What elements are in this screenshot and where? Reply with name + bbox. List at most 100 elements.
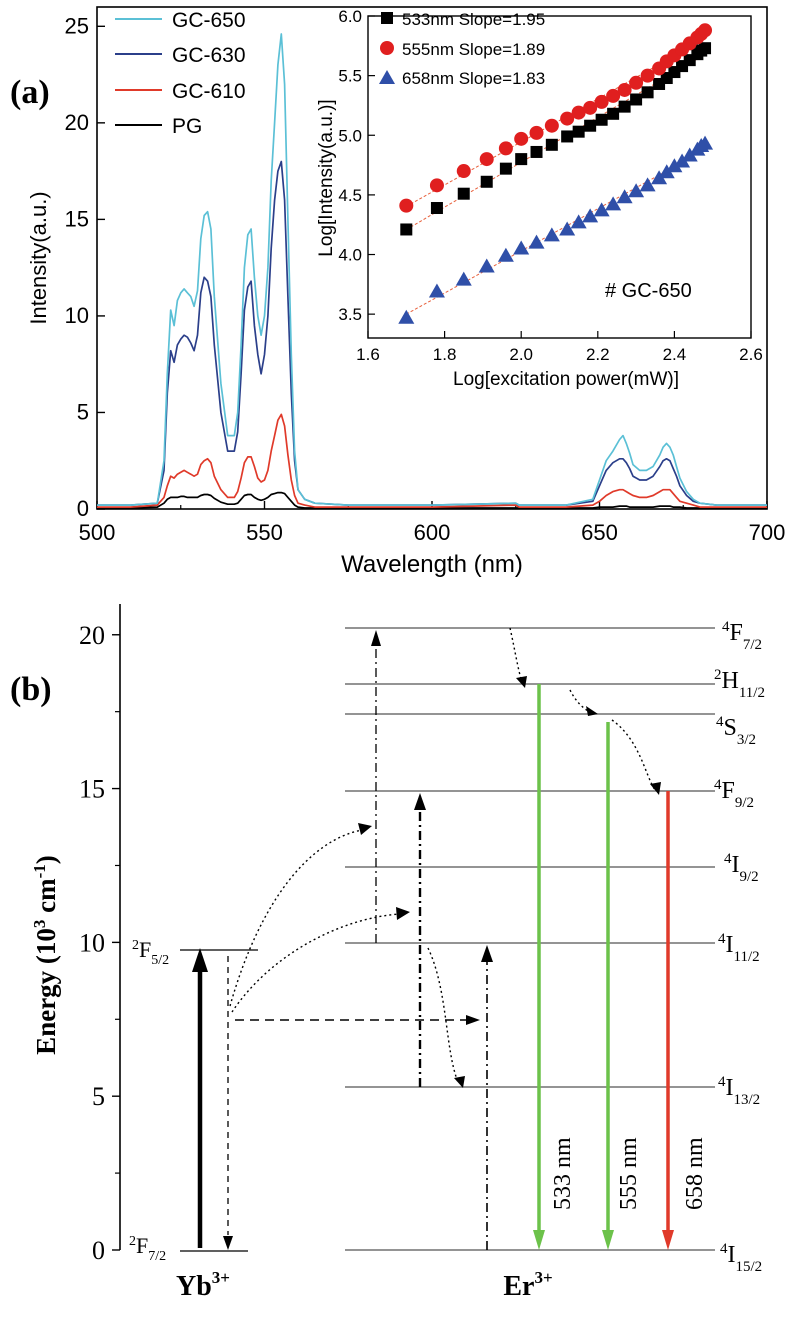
data-point-658 <box>582 208 599 223</box>
data-point-533 <box>699 42 712 55</box>
er-label-4i132: 4I13/2 <box>718 1074 760 1108</box>
data-point-658 <box>478 258 495 273</box>
data-point-658 <box>497 247 514 262</box>
arrowhead-3 <box>466 1015 480 1025</box>
er-excitation-arrows <box>375 645 488 1250</box>
data-point-555 <box>479 152 494 167</box>
data-point-658 <box>628 183 645 198</box>
legend-label-gc630: GC-630 <box>172 44 246 67</box>
yb-ion-label: Yb3+ <box>176 1268 230 1302</box>
emission-labels: 533 nm 555 nm 658 nm <box>550 1137 708 1210</box>
series-line-gc-650 <box>97 33 767 506</box>
data-point-658 <box>559 221 576 236</box>
emission-555-arrowhead <box>602 1230 614 1250</box>
data-point-555 <box>606 88 621 103</box>
data-point-658 <box>681 147 698 162</box>
data-point-658 <box>528 234 545 249</box>
inset-annotation: # GC-650 <box>605 280 692 302</box>
esa-arrowhead-1 <box>371 630 381 646</box>
legend-label-555: 555nm Slope=1.89 <box>402 40 545 59</box>
arrowhead-1 <box>358 823 372 835</box>
emission-arrows <box>533 684 674 1250</box>
data-point-533 <box>400 223 413 236</box>
energy-tick-label: 10 <box>79 928 105 957</box>
data-point-555 <box>560 111 575 126</box>
legend-label-gc650: GC-650 <box>172 9 246 32</box>
data-point-555 <box>456 164 471 179</box>
main-x-tick-label: 550 <box>246 520 283 545</box>
et-curve-to-4f92 <box>231 913 401 1013</box>
main-x-tick-label: 700 <box>749 520 786 545</box>
data-point-533 <box>584 119 597 132</box>
data-point-658 <box>398 309 415 324</box>
data-point-555 <box>583 100 598 115</box>
legend-marker-square <box>381 12 393 24</box>
data-point-555 <box>629 75 644 90</box>
inset-y-tick-label: 6.0 <box>338 7 362 26</box>
energy-tick-label: 0 <box>92 1236 105 1265</box>
er-label-4f92: 4F9/2 <box>714 777 754 811</box>
main-x-tick-label: 500 <box>79 520 116 545</box>
data-point-658 <box>513 240 530 255</box>
data-point-555 <box>498 141 513 156</box>
inset-x-axis-label: Log[excitation power(mW)] <box>453 369 679 390</box>
er-ion-label: Er3+ <box>503 1268 552 1302</box>
data-point-533 <box>595 113 608 126</box>
data-point-533 <box>545 138 558 151</box>
main-y-tick-label: 5 <box>77 399 89 424</box>
inset-x-tick-label: 2.0 <box>509 345 533 364</box>
data-point-658 <box>697 135 714 150</box>
inset-data-points <box>398 23 714 324</box>
data-point-658 <box>593 202 610 217</box>
energy-axis-label: Energy (103 cm-1) <box>30 855 61 1055</box>
legend-label-533: 533nm Slope=1.95 <box>402 10 545 29</box>
fit-line-658nm-slope-1-83 <box>406 149 706 315</box>
data-point-555 <box>617 82 632 97</box>
yb-absorption-arrowhead <box>192 948 208 972</box>
relax-4i112-to-4i132 <box>427 947 459 1083</box>
data-point-533 <box>572 125 585 138</box>
energy-transfer-arrowheads <box>358 676 661 1088</box>
data-point-658 <box>455 271 472 286</box>
energy-tick-label: 15 <box>79 775 105 804</box>
data-point-658 <box>616 189 633 204</box>
arrowhead-2 <box>396 907 410 920</box>
legend-label-658: 658nm Slope=1.83 <box>402 69 545 88</box>
yb-level-label-2f72: 2F7/2 <box>129 1233 166 1264</box>
series-line-pg <box>97 491 767 509</box>
er-label-4s32: 4S3/2 <box>716 714 756 748</box>
data-point-658 <box>570 214 587 229</box>
er-label-4i112: 4I11/2 <box>718 931 760 965</box>
inset-x-tick-label: 2.2 <box>586 345 610 364</box>
energy-tick-label: 20 <box>79 621 105 650</box>
relax-2h112-to-4s32 <box>569 689 591 713</box>
main-y-axis-label: Intensity(a.u.) <box>26 191 51 324</box>
et-curve-to-4f72 <box>229 829 363 1007</box>
data-point-533 <box>515 153 528 166</box>
main-x-tick-label: 600 <box>414 520 451 545</box>
data-point-533 <box>480 175 493 188</box>
er-label-4i152: 4I15/2 <box>720 1241 762 1275</box>
main-legend: GC-650 GC-630 GC-610 PG <box>115 9 246 138</box>
data-point-555 <box>544 118 559 133</box>
inset-x-tick-label: 1.8 <box>433 345 457 364</box>
er-level-labels: 4F7/2 2H11/2 4S3/2 4F9/2 4I9/2 4I11/2 4I… <box>714 619 765 1275</box>
energy-transfer-curves <box>229 627 656 1083</box>
data-point-658 <box>658 164 675 179</box>
data-point-555 <box>514 131 529 146</box>
series-line-gc-610 <box>97 413 767 508</box>
arrowhead-4 <box>516 676 527 688</box>
main-y-tick-label: 15 <box>65 206 89 231</box>
relax-4s32-to-4f92 <box>611 719 656 791</box>
legend-label-pg: PG <box>172 115 202 138</box>
arrowhead-5 <box>586 706 598 716</box>
data-point-555 <box>594 94 609 109</box>
inset-y-axis-label: Log[Intensity(a.u.)] <box>316 99 337 256</box>
data-point-555 <box>640 68 655 83</box>
data-point-533 <box>641 86 654 99</box>
data-point-533 <box>607 107 620 120</box>
fit-line-533nm-slope-1-95 <box>406 54 706 231</box>
